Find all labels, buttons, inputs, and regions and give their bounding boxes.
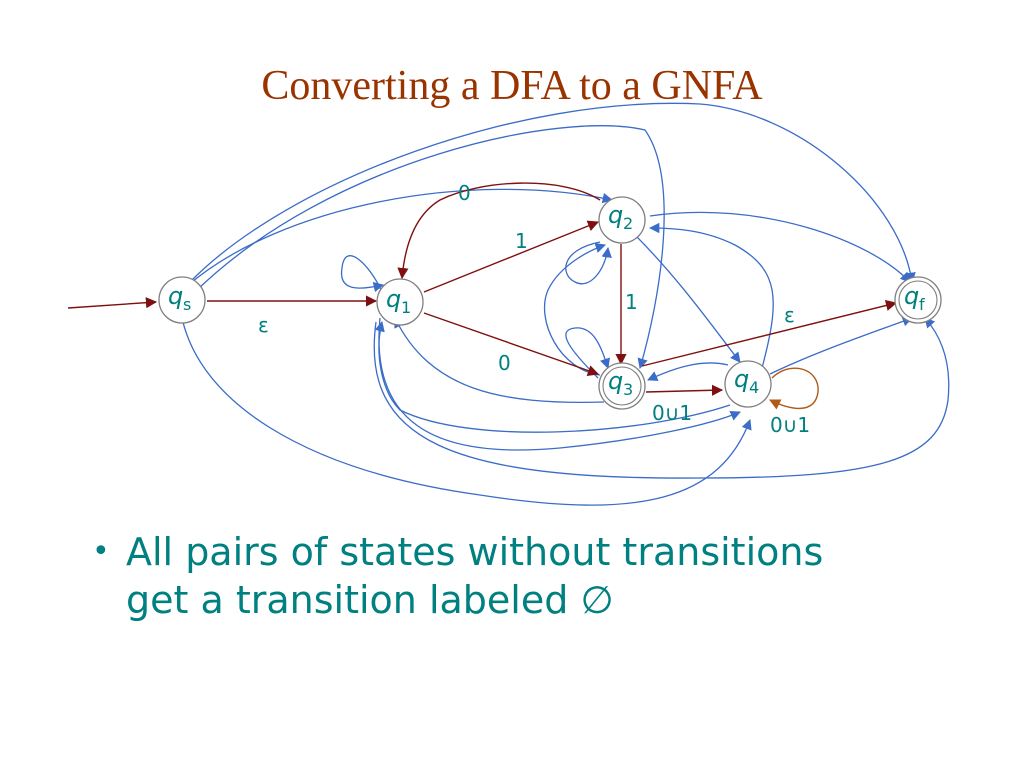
edge-start (67, 297, 158, 309)
state-q4: q 4 (724, 360, 772, 408)
gnfa-diagram: ε 1 0 1 0 ε 0∪1 0∪1 q s q 1 q 2 q 3 q 4 … (67, 102, 950, 506)
edge-q2-qf (649, 211, 911, 283)
edge-q4-q1 (374, 320, 731, 433)
edge-q3-q4 (645, 384, 724, 396)
state-q1: q 1 (376, 278, 424, 326)
state-q3-sub: 3 (623, 380, 633, 399)
edge-qs-q2 (185, 188, 614, 288)
bullet-list: • All pairs of states without transition… (92, 528, 972, 624)
gnfa-edges (181, 102, 950, 506)
state-q2-sub: 2 (623, 214, 633, 233)
state-q4-sub: 4 (749, 378, 759, 397)
state-qf-sub: f (919, 295, 925, 314)
state-qf: q f (894, 276, 942, 324)
slide-title: Converting a DFA to a GNFA (261, 63, 763, 109)
state-q1-sub: 1 (401, 298, 411, 317)
bullet-dot: • (92, 534, 110, 569)
edge-qs-q4 (181, 317, 752, 506)
edge-q1-q4 (378, 317, 741, 451)
state-q2-letter: q (608, 201, 623, 229)
state-qf-letter: q (904, 282, 919, 310)
label-q3-qf: ε (784, 303, 795, 327)
edge-q4-loop (768, 367, 819, 410)
edge-q4-qf (769, 316, 913, 375)
edge-q3-loop (565, 327, 610, 379)
label-q1-q2: 1 (515, 229, 528, 253)
state-q4-letter: q (734, 365, 749, 393)
edge-q1-q2 (423, 220, 600, 293)
state-q3: q 3 (598, 362, 646, 410)
state-qs-letter: q (168, 282, 183, 310)
edge-q3-qf (641, 299, 898, 367)
edge-q3-q2 (543, 243, 606, 376)
state-qs-sub: s (183, 295, 191, 314)
edge-q2-q4 (634, 234, 741, 363)
label-q2-q1: 0 (458, 181, 471, 205)
edge-qs-q3 (194, 125, 665, 369)
state-q1-letter: q (386, 285, 401, 313)
edge-q1-loop (340, 255, 385, 293)
label-q1-q3: 0 (498, 351, 511, 375)
label-q4-loop: 0∪1 (770, 413, 810, 437)
edge-qs-qf-top (189, 102, 916, 284)
label-qs-q1: ε (258, 313, 269, 337)
bullet-line-2: get a transition labeled ∅ (126, 578, 614, 622)
bullet-line-1: All pairs of states without transitions (126, 530, 824, 574)
edge-q4-q2 (648, 222, 774, 369)
edge-q2-loop (565, 241, 612, 285)
edge-q3-q1 (394, 317, 605, 403)
bullet-item: • All pairs of states without transition… (92, 528, 972, 624)
state-q3-letter: q (608, 367, 623, 395)
edge-q1-q3 (423, 312, 600, 376)
edge-q2-q1 (397, 182, 601, 280)
label-q2-q3: 1 (625, 290, 638, 314)
dfa-edges (67, 182, 898, 396)
label-q3-q4: 0∪1 (652, 401, 692, 425)
edge-q4-q3 (647, 362, 729, 381)
edge-q1-qf (373, 317, 950, 479)
state-qs: q s (158, 276, 206, 324)
state-q2: q 2 (598, 196, 646, 244)
